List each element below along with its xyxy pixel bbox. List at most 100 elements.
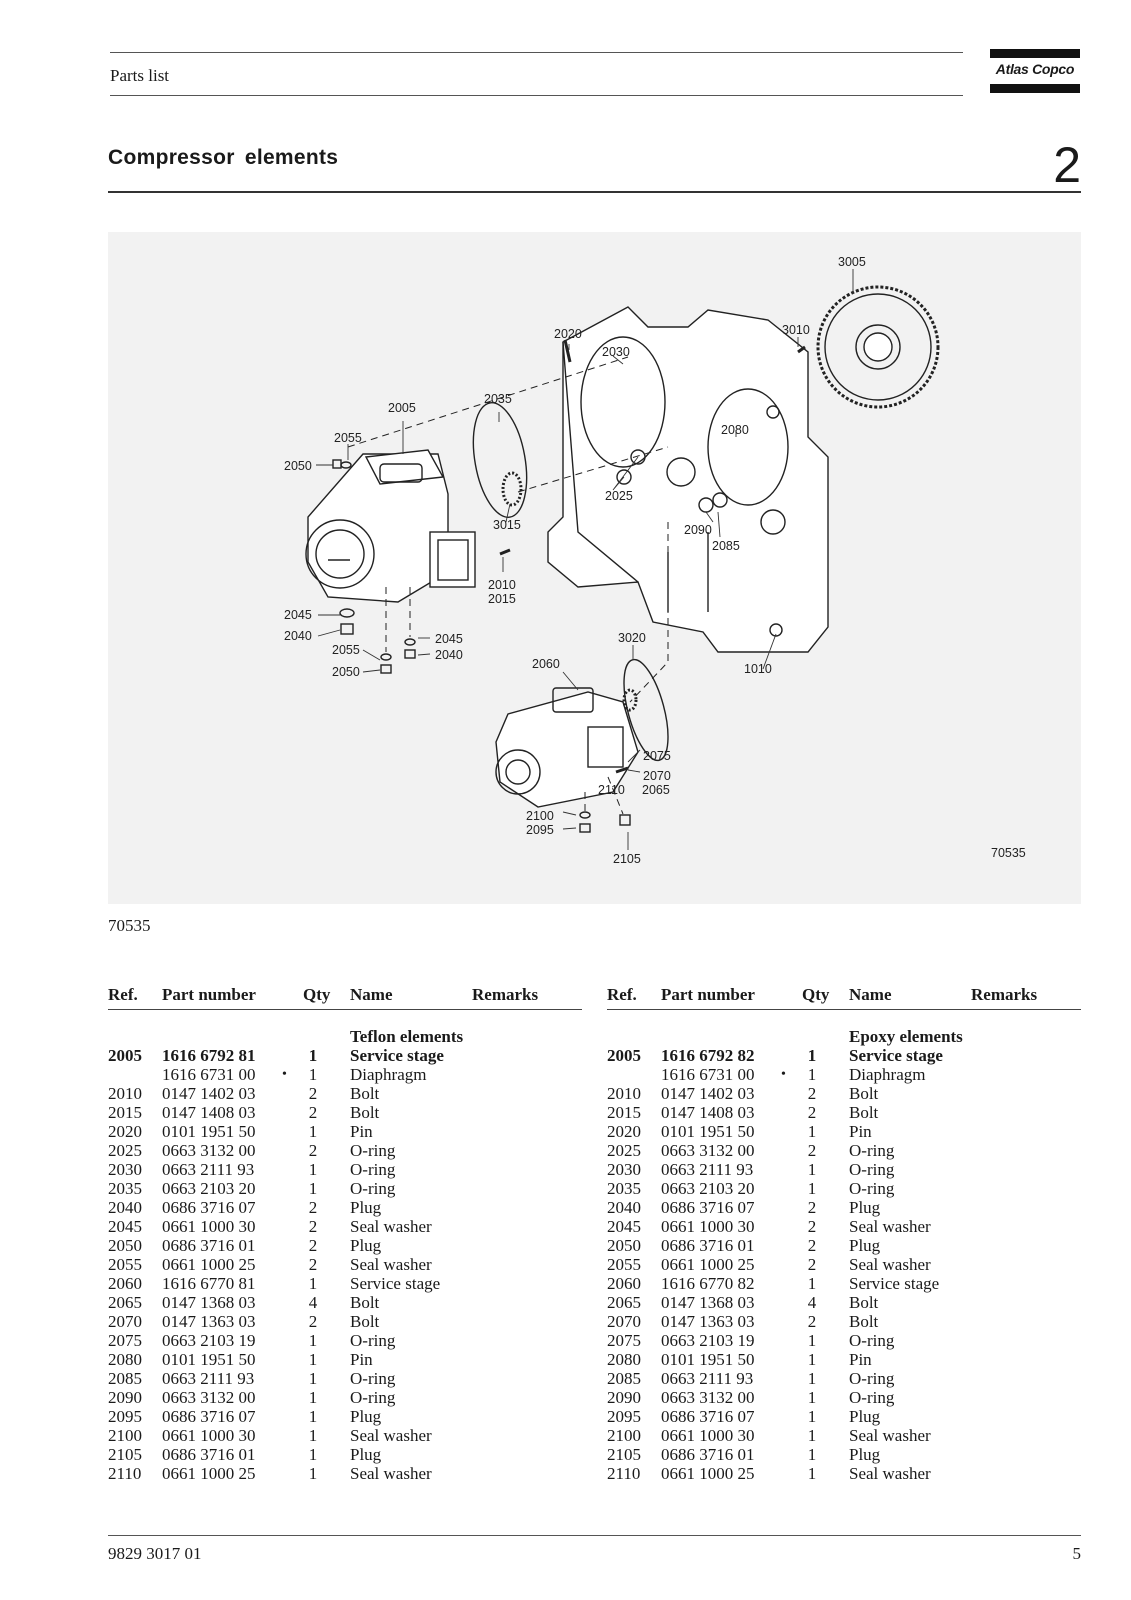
part-number-cell: 0663 3132 00	[661, 1141, 755, 1160]
callout-2065: 2065	[642, 783, 670, 797]
name-cell: Seal washer	[849, 1464, 931, 1483]
callouts: 3005 3010 2020 2030 2035 2005 2055 2050 …	[284, 255, 1026, 866]
name-cell: O-ring	[350, 1141, 396, 1160]
callout-2100: 2100	[526, 809, 554, 823]
ref-cell: 2090	[108, 1388, 142, 1407]
callout-2060: 2060	[532, 657, 560, 671]
leader-lines	[316, 269, 854, 850]
qty-cell: 2	[308, 1312, 318, 1331]
gear-3005-drawing	[816, 285, 940, 409]
ref-cell: 2055	[607, 1255, 641, 1274]
part-number-cell: 0147 1363 03	[162, 1312, 256, 1331]
name-cell: O-ring	[350, 1331, 396, 1350]
ref-cell: 2010	[607, 1084, 641, 1103]
ref-cell: 2110	[108, 1464, 142, 1483]
exploded-view-figure: 3005 3010 2020 2030 2035 2005 2055 2050 …	[108, 232, 1081, 904]
ref-cell: 2005	[607, 1046, 641, 1065]
qty-cell: 1	[308, 1350, 318, 1369]
part-number-cell: 0101 1951 50	[162, 1350, 256, 1369]
brand-logo: Atlas Copco	[990, 49, 1080, 93]
ref-cell: 2090	[607, 1388, 641, 1407]
callout-3005: 3005	[838, 255, 866, 269]
name-cell: Seal washer	[350, 1255, 432, 1274]
name-cell: Pin	[849, 1122, 872, 1141]
name-cell: O-ring	[350, 1388, 396, 1407]
service-stage-2060-drawing	[495, 687, 639, 808]
qty-cell: 1	[807, 1407, 817, 1426]
col-remarks-header: Remarks	[472, 985, 539, 1004]
ref-cell: 2085	[108, 1369, 142, 1388]
callout-2015: 2015	[488, 592, 516, 606]
part-number-cell: 0147 1402 03	[661, 1084, 755, 1103]
name-cell: Plug	[849, 1236, 881, 1255]
callout-2040b: 2040	[435, 648, 463, 662]
ref-cell: 2080	[108, 1350, 142, 1369]
qty-cell: 2	[308, 1217, 318, 1236]
name-cell: Seal washer	[350, 1426, 432, 1445]
service-stage-2005-drawing	[305, 449, 476, 603]
callout-2035: 2035	[484, 392, 512, 406]
qty-cell: 1	[308, 1274, 318, 1293]
ref-cell: 2040	[108, 1198, 142, 1217]
part-number-cell: 0686 3716 01	[162, 1445, 256, 1464]
gear-3015-drawing	[501, 471, 523, 507]
qty-cell: 1	[807, 1179, 817, 1198]
part-number-cell: 0663 2111 93	[661, 1369, 754, 1388]
part-number-cell: 0661 1000 25	[162, 1255, 256, 1274]
part-number-cell: 0663 3132 00	[661, 1388, 755, 1407]
part-number-cell: 0663 2111 93	[661, 1160, 754, 1179]
qty-cell: 1	[807, 1388, 817, 1407]
callout-2090: 2090	[684, 523, 712, 537]
qty-cell: 2	[308, 1084, 318, 1103]
ref-cell: 2085	[607, 1369, 641, 1388]
name-cell: Bolt	[350, 1103, 380, 1122]
part-number-cell: 0686 3716 07	[162, 1407, 256, 1426]
name-cell: Pin	[849, 1350, 872, 1369]
part-number-cell: 1616 6770 82	[661, 1274, 755, 1293]
part-number-cell: 0147 1368 03	[162, 1293, 256, 1312]
qty-cell: 1	[308, 1331, 318, 1350]
page-number: 5	[1072, 1544, 1082, 1563]
part-number-cell: 0661 1000 30	[162, 1217, 256, 1236]
parts-table-teflon: Ref. Part number Qty Name Remarks Teflon…	[108, 985, 582, 1483]
qty-cell: 1	[308, 1445, 318, 1464]
name-cell: Plug	[350, 1407, 382, 1426]
part-number-cell: 0686 3716 01	[162, 1236, 256, 1255]
part-number-cell: 1616 6731 00	[162, 1065, 256, 1084]
group-title-row: Teflon elements	[108, 1027, 582, 1046]
qty-cell: 1	[308, 1426, 318, 1445]
ref-cell: 2030	[108, 1160, 142, 1179]
title-rule	[108, 191, 1081, 193]
ref-cell: 2035	[108, 1179, 142, 1198]
part-number-cell: 0661 1000 25	[162, 1464, 256, 1483]
part-number-cell: 1616 6731 00	[661, 1065, 755, 1084]
assembly-lines	[347, 356, 669, 815]
ref-cell: 2105	[607, 1445, 641, 1464]
name-cell: O-ring	[849, 1141, 895, 1160]
ref-cell: 2030	[607, 1160, 641, 1179]
name-cell: O-ring	[350, 1179, 396, 1198]
qty-cell: 1	[807, 1122, 817, 1141]
